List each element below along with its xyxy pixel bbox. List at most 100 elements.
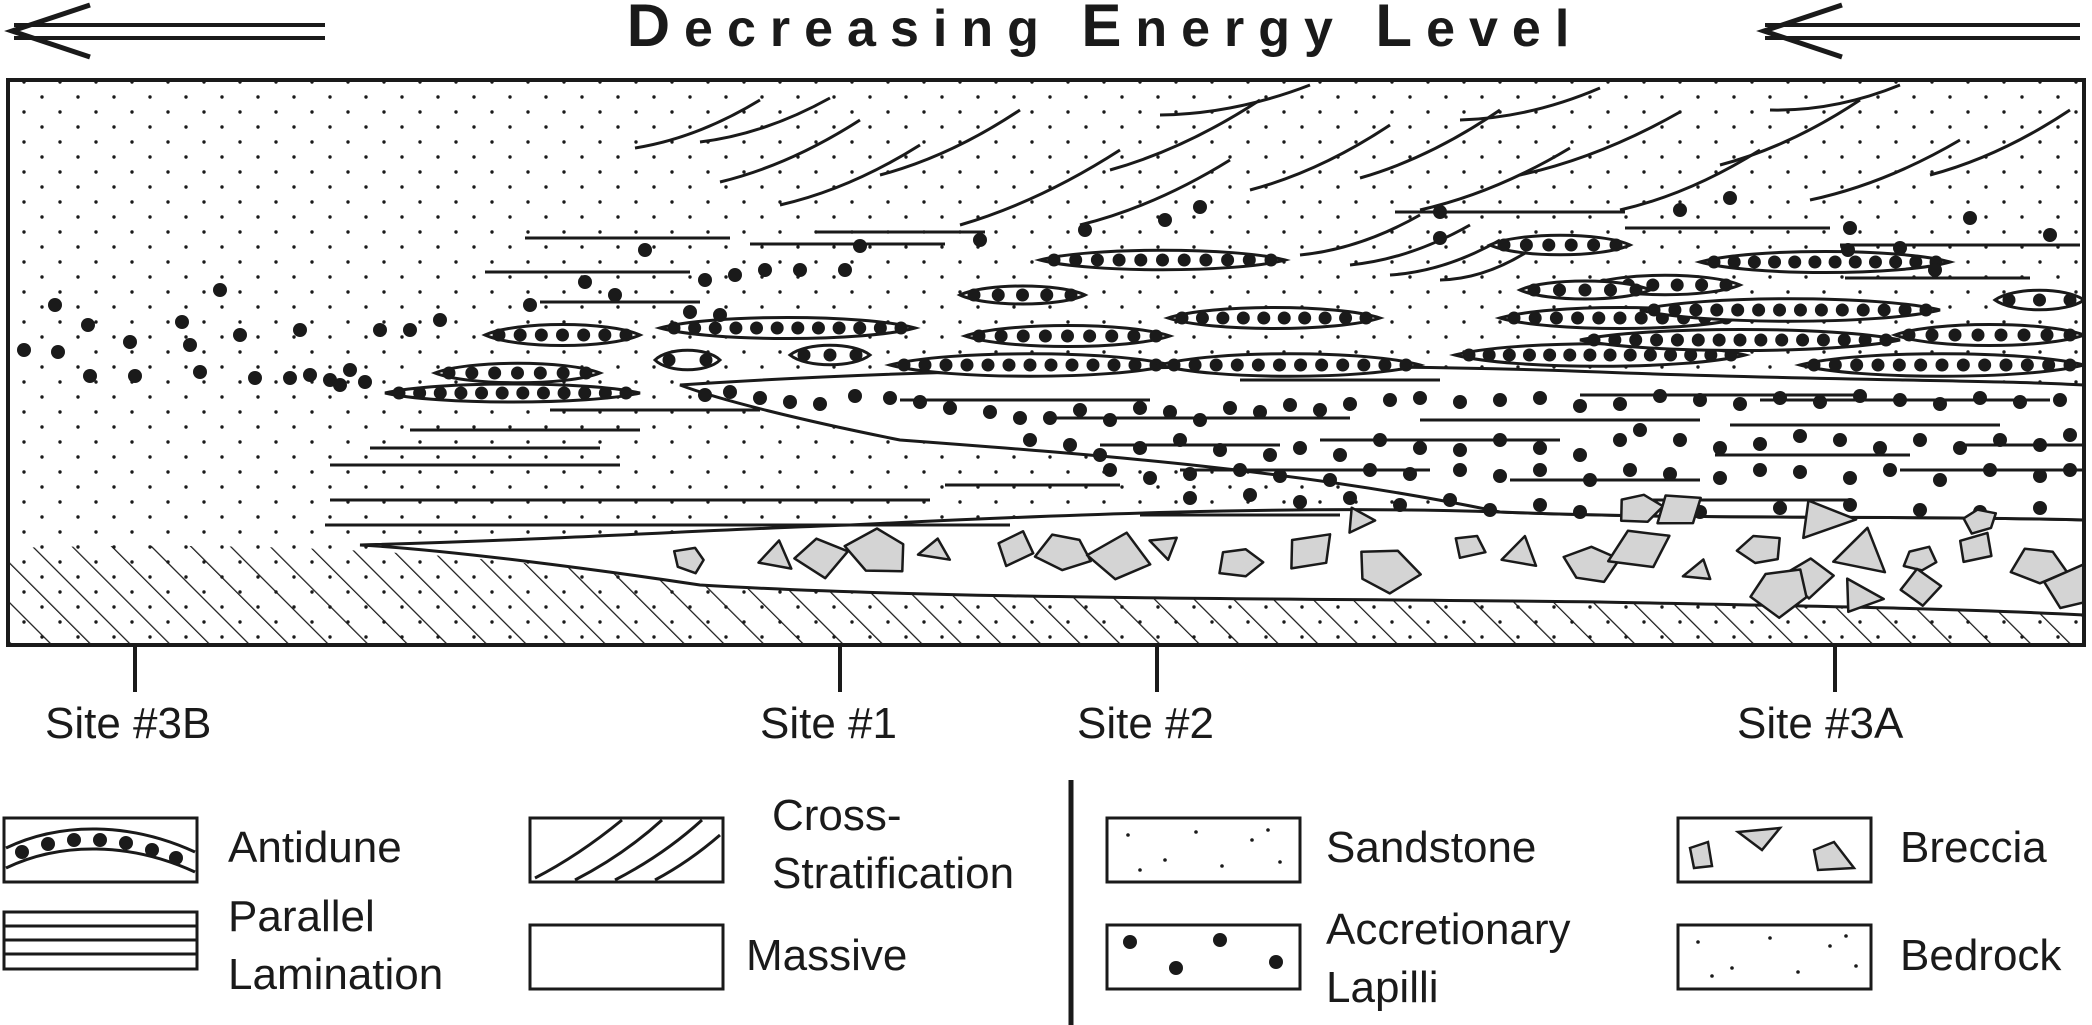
legend-swatch-breccia (1676, 816, 1873, 884)
antidune-lens (1154, 352, 1426, 378)
lapillus-dot (1928, 263, 1942, 277)
lapillus-dot (1013, 411, 1027, 425)
antidune-dot (1553, 283, 1566, 297)
cross-stratum-line (1439, 248, 1531, 282)
antidune-dot (1592, 311, 1606, 325)
antidune-dot (2002, 293, 2016, 307)
lapillus-dot (1453, 443, 1467, 457)
antidune-dot (1195, 311, 1209, 325)
lapillus-dot (1773, 391, 1787, 405)
cross-stratum-line (959, 148, 1121, 227)
breccia-clast (1033, 533, 1092, 572)
parallel-laminations (325, 210, 2084, 527)
antidune-dot (750, 321, 764, 335)
antidune-dot (1719, 278, 1733, 292)
antidune-dot (1609, 238, 1623, 252)
antidune-dot (1583, 348, 1597, 362)
lapillus-dot (523, 298, 537, 312)
antidune-dot (413, 386, 427, 400)
antidune-dot (960, 358, 974, 372)
antidune-dot (1670, 278, 1684, 292)
lapillus-dot (373, 323, 387, 337)
lapillus-dot (48, 298, 62, 312)
lapillus-dot (683, 305, 697, 319)
antidune-dot (1086, 358, 1100, 372)
lapillus-dot (248, 371, 262, 385)
antidune-dot (1793, 303, 1807, 317)
lapillus-dot (17, 343, 31, 357)
antidune-dot (475, 386, 489, 400)
antidune-dot (492, 328, 506, 342)
lapillus-dot (1883, 463, 1897, 477)
antidune-dot (667, 321, 681, 335)
antidune-dot (2020, 358, 2034, 372)
lapillus-dot (2043, 228, 2057, 242)
lapillus-dot (1843, 471, 1857, 485)
lapillus-dot (183, 338, 197, 352)
legend-swatch-parallel-lamination (2, 910, 199, 971)
antidune-dot (1378, 358, 1392, 372)
cross-stratum-line (1389, 238, 1501, 277)
antidune-dot (1919, 303, 1933, 317)
antidune-dot (1796, 333, 1810, 347)
antidune-dot (823, 348, 837, 362)
legend-label-lapilli-line1: Accretionary (1326, 905, 1571, 954)
lapillus-dot (1078, 223, 1092, 237)
antidune-dot (770, 321, 784, 335)
title-cap-3: L (1375, 0, 1426, 59)
antidune-dot (1994, 328, 2008, 342)
cross-stratum-line (1079, 158, 1231, 227)
antidune-dot (1914, 358, 1928, 372)
antidune-dot (1177, 253, 1191, 267)
antidune-dot (433, 386, 447, 400)
antidune-dot (1902, 328, 1916, 342)
breccia-clast (1148, 536, 1178, 562)
antidune-dot (729, 321, 743, 335)
diagram-title: Decreasing Energy Level (627, 0, 1584, 59)
antidune-dot (534, 328, 548, 342)
lapillus-dot (1413, 441, 1427, 455)
cross-stratum-line (1769, 83, 1901, 112)
breccia-clast (1085, 531, 1152, 581)
lapillus-dot (1493, 469, 1507, 483)
antidune-dot (1242, 253, 1256, 267)
breccia-clast (1681, 558, 1712, 581)
lapillus-dot (1713, 441, 1727, 455)
antidune-dot (832, 321, 846, 335)
antidune-dot (1044, 358, 1058, 372)
antidune-dot (1069, 253, 1083, 267)
lapillus-dot (175, 315, 189, 329)
antidune-dot (994, 329, 1008, 343)
antidune-dot (797, 348, 811, 362)
breccia-clast (1218, 547, 1265, 578)
antidune-dot (918, 358, 932, 372)
site-label-2: Site #2 (1077, 699, 1214, 748)
antidune-lens (1694, 250, 1956, 274)
antidune-dot (2063, 293, 2077, 307)
cross-stratum-line (1519, 110, 1681, 177)
cross-stratum-line (1809, 138, 1961, 202)
antidune-dot (1264, 253, 1278, 267)
cross-stratum-line (879, 108, 1021, 177)
antidune-dot (2063, 358, 2077, 372)
antidune-dot (2040, 328, 2054, 342)
lapillus-dot (213, 283, 227, 297)
lapillus-dot (1613, 433, 1627, 447)
antidune-dot (1848, 255, 1862, 269)
site-label-3a: Site #3A (1737, 699, 1904, 748)
antidune-dot (688, 321, 702, 335)
cross-stratum-line (1249, 123, 1391, 192)
antidune-dot (1578, 283, 1592, 297)
antidune-dot (1502, 348, 1516, 362)
lapillus-dot (1243, 488, 1257, 502)
antidune-dot (1879, 333, 1893, 347)
antidune-dot (1563, 348, 1577, 362)
lapillus-dot (1973, 391, 1987, 405)
lapillus-dot (1963, 211, 1977, 225)
antidune-dot (1023, 358, 1037, 372)
antidune-dot (1339, 311, 1353, 325)
lapillus-dot (1293, 495, 1307, 509)
antidune-dot (556, 328, 569, 342)
breccia-clast (1360, 549, 1422, 595)
lapillus-dot (1323, 473, 1337, 487)
